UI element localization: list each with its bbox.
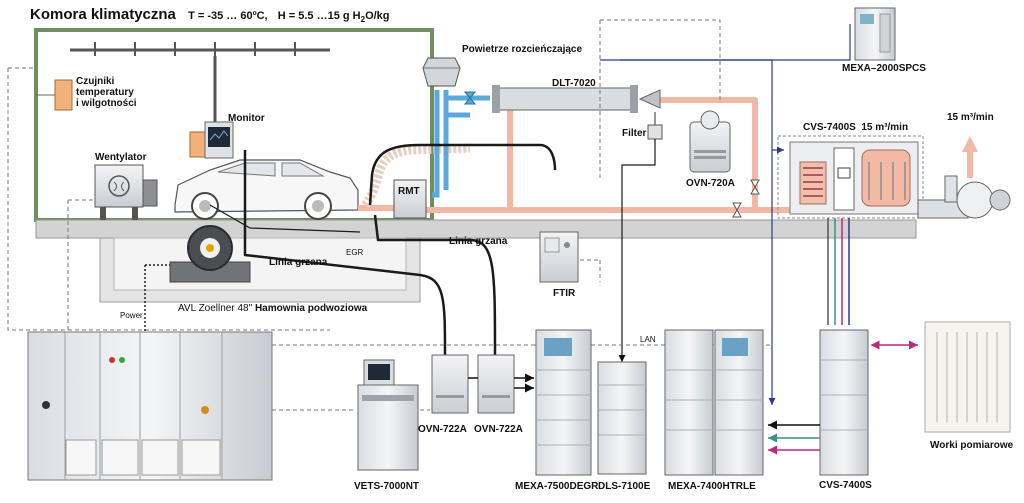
monitor-label: Monitor	[228, 113, 265, 124]
dilution-air-filter	[422, 57, 461, 87]
exhaust-outlet-arrow	[962, 136, 978, 152]
vehicle	[174, 159, 359, 220]
filter-label: Filter	[622, 128, 647, 139]
data-bus-lines	[67, 19, 770, 411]
fan-label: Wentylator	[95, 152, 147, 163]
floor	[35, 219, 917, 303]
mexa-7400htrle-rack	[664, 329, 764, 476]
sample-bags	[924, 321, 1011, 433]
egr-line	[209, 204, 361, 233]
dyno-label: AVL Zoellner 48" Hamownia podwoziowa	[178, 303, 368, 314]
vets-7000nt-unit	[357, 359, 419, 471]
sensors-label: Czujniki temperatury i wilgotności	[76, 76, 137, 109]
egr-label: EGR	[346, 248, 364, 257]
dilution-air-label: Powietrze rozcieńczające	[462, 44, 583, 55]
ovn-722a-units	[431, 354, 515, 414]
valves	[463, 91, 760, 218]
cvs-top-label: CVS-7400S 15 m³/min	[803, 122, 909, 133]
cvs-7400s-rack	[819, 329, 869, 476]
mexa-spcs-label: MEXA–2000SPCS	[842, 63, 926, 74]
bags-label: Worki pomiarowe	[930, 440, 1014, 451]
signal-lines	[600, 24, 851, 455]
dlt-label: DLT-7020	[552, 78, 596, 89]
rmt-label: RMT	[398, 186, 420, 197]
vets-label: VETS-7000NT	[354, 481, 420, 492]
cvs-tunnel-unit	[777, 135, 924, 219]
ftir-unit	[539, 231, 579, 283]
filter-sample-line	[618, 139, 656, 362]
cvs-blower	[917, 175, 1011, 219]
ftir-label: FTIR	[553, 288, 576, 299]
cvs-bottom-label: CVS-7400S	[819, 480, 872, 491]
ovn722a-label-2: OVN-722A	[474, 424, 523, 435]
ovn720-label: OVN-720A	[686, 178, 735, 189]
heated-line-label-1: Linia grzana	[449, 236, 508, 247]
mexa7500-label: MEXA-7500DEGR	[515, 481, 599, 492]
mexa-7500degr-rack	[535, 329, 592, 476]
chamber-title: Komora klimatyczna T = -35 … 60ºC, H = 5…	[30, 6, 390, 25]
mexa-2000spcs-unit	[854, 7, 896, 61]
ovn-720a-unit	[689, 110, 731, 173]
power-label: Power	[120, 311, 143, 320]
dilution-tunnel	[492, 85, 661, 113]
flow-right-label: 15 m³/min	[947, 112, 994, 123]
dilution-air-pipes	[432, 90, 490, 198]
sensor-box	[54, 79, 73, 111]
heated-line-label-2: Linia grzana	[269, 257, 328, 268]
chassis-dyno	[169, 225, 251, 283]
control-cabinet	[27, 331, 273, 481]
monitor-device	[189, 121, 234, 159]
heated-lines	[243, 143, 557, 356]
dls-label: DLS-7100E	[598, 481, 651, 492]
ovn722a-label-1: OVN-722A	[418, 424, 467, 435]
rmt-unit	[393, 179, 427, 219]
dls-7100e-rack	[597, 361, 647, 475]
mexa7400-label: MEXA-7400HTRLE	[668, 481, 756, 492]
filter-box	[647, 124, 663, 140]
lan-label: LAN	[640, 335, 656, 344]
fan-unit	[94, 164, 158, 220]
